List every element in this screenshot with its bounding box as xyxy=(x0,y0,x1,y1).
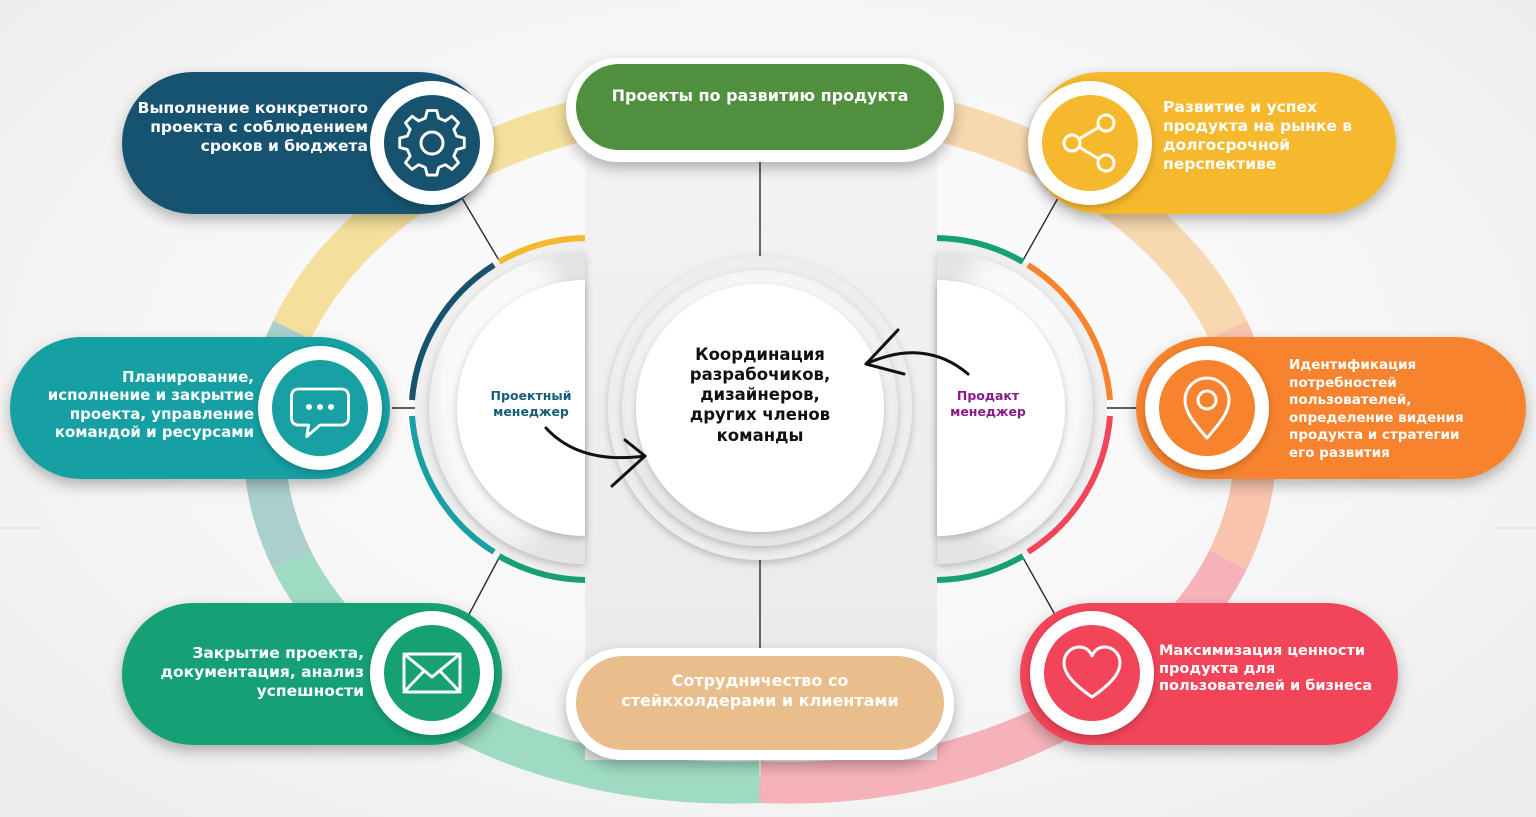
share-icon xyxy=(1062,113,1116,173)
top-pill xyxy=(566,58,954,162)
center-text: Координация разрабочиков, дизайнеров, др… xyxy=(689,345,831,445)
center-circle xyxy=(608,256,912,560)
location-pin-icon xyxy=(1183,376,1231,440)
arrow-left-icon xyxy=(864,328,970,376)
left-item-1-text: Выполнение конкретного проекта с соблюде… xyxy=(137,99,368,155)
heart-icon xyxy=(1062,645,1122,699)
chat-icon xyxy=(290,387,350,438)
bottom-pill xyxy=(566,648,954,760)
right-item-3-text: Максимизация ценности продукта для польз… xyxy=(1159,643,1373,695)
product-manager-circle xyxy=(936,235,1113,583)
gear-icon xyxy=(398,109,466,177)
left-item-2-text: Планирование, исполнение и закрытие прое… xyxy=(47,368,254,441)
arrow-right-icon xyxy=(544,426,647,488)
bottom-pill-label: Сотрудничество со стейкхолдерами и клиен… xyxy=(621,671,899,710)
top-pill-label: Проекты по развитию продукта xyxy=(611,86,909,105)
right-pill-3 xyxy=(1020,603,1398,745)
project-manager-circle xyxy=(409,235,586,583)
product-manager-label: Продакт менеджер xyxy=(950,388,1026,420)
project-manager-label: Проектный менеджер xyxy=(490,388,572,420)
left-item-3-text: Закрытие проекта, документация, анализ у… xyxy=(160,644,364,700)
right-pill-1 xyxy=(1028,72,1396,214)
left-pill-3 xyxy=(122,603,502,745)
mail-icon xyxy=(402,652,462,694)
right-item-2-text: Идентификация потребностей пользователей… xyxy=(1289,357,1464,461)
right-item-1-text: Развитие и успех продукта на рынке в дол… xyxy=(1163,98,1353,173)
